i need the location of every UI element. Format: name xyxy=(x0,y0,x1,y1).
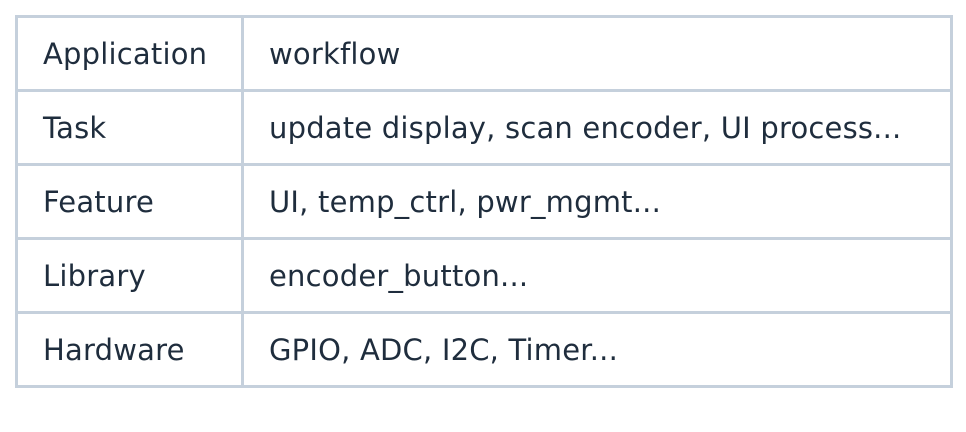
table-row: Feature UI, temp_ctrl, pwr_mgmt... xyxy=(15,163,953,240)
layer-description-cell: workflow xyxy=(241,15,953,92)
table-row: Library encoder_button... xyxy=(15,237,953,314)
layer-name-cell: Feature xyxy=(15,163,244,240)
layer-description-cell: GPIO, ADC, I2C, Timer... xyxy=(241,311,953,388)
layer-name-cell: Task xyxy=(15,89,244,166)
layer-description-cell: UI, temp_ctrl, pwr_mgmt... xyxy=(241,163,953,240)
layer-name-cell: Library xyxy=(15,237,244,314)
table-row: Task update display, scan encoder, UI pr… xyxy=(15,89,953,166)
table-row: Application workflow xyxy=(15,15,953,92)
table-row: Hardware GPIO, ADC, I2C, Timer... xyxy=(15,311,953,388)
layer-name-cell: Application xyxy=(15,15,244,92)
layer-description-cell: encoder_button... xyxy=(241,237,953,314)
layer-name-cell: Hardware xyxy=(15,311,244,388)
layer-description-cell: update display, scan encoder, UI process… xyxy=(241,89,953,166)
software-layers-table: Application workflow Task update display… xyxy=(15,15,953,388)
